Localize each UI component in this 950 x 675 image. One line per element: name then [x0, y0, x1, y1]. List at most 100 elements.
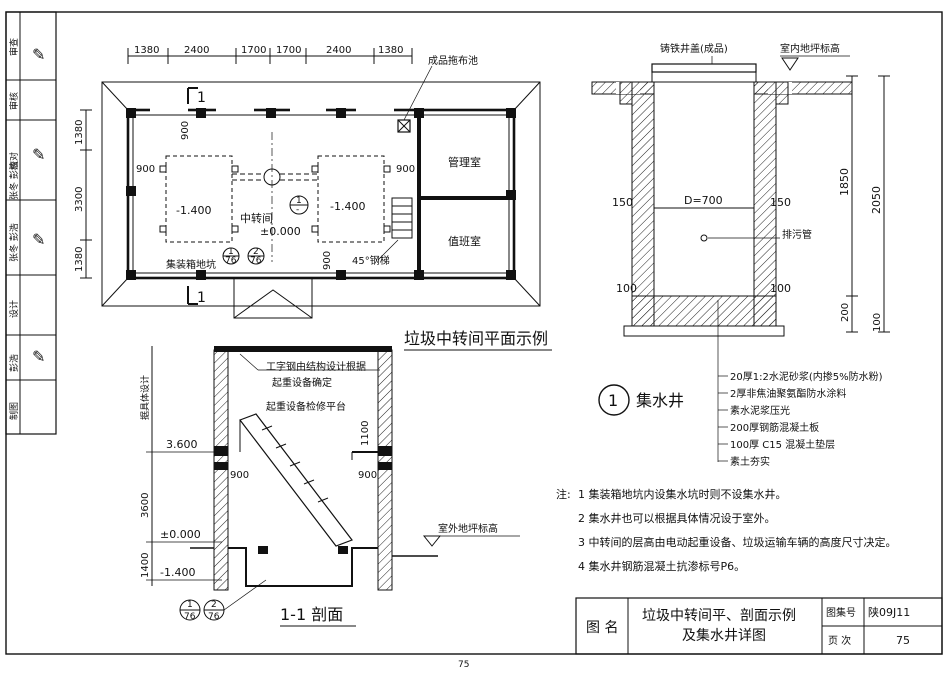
note-4: 4 集水井钢筋混凝土抗渗标号P6。	[578, 559, 745, 573]
pit-layer-1: 20厚1:2水泥砂浆(内掺5%防水粉)	[730, 370, 883, 383]
section-dim-900-right: 900	[358, 470, 377, 481]
title-block: 图 名 垃圾中转间平、剖面示例 及集水井详图 图集号 陕09J11 页 次 75	[575, 597, 943, 655]
atlas-value: 陕09J11	[868, 605, 910, 619]
pit-dim-200: 200	[840, 303, 851, 322]
container-pit-label: 集装箱地坑	[166, 258, 216, 271]
title-line-1: 垃圾中转间平、剖面示例	[642, 608, 796, 624]
ref2-top: 2	[253, 247, 259, 257]
container-pit-right	[317, 155, 385, 243]
strip-name-drawing: 彭浩	[8, 354, 20, 372]
pit-dim-100: 100	[872, 313, 883, 332]
page-label: 页 次	[828, 634, 851, 647]
ref2-bottom: 76	[250, 256, 262, 266]
manage-room-label: 管理室	[448, 155, 481, 169]
dim-900-b: 900	[136, 164, 155, 175]
cut-mark-bottom: 1	[197, 290, 206, 306]
pit-layer-2: 2厚非焦油聚氨酯防水涂料	[730, 387, 846, 400]
dim-900-c: 900	[396, 164, 415, 175]
pit-pipe-label: 排污管	[782, 228, 812, 241]
pit-dim-2050: 2050	[870, 186, 883, 214]
elev-right-pit: -1.400	[330, 200, 365, 213]
dim-900-a: 900	[180, 121, 191, 140]
section-dim-3600: 3600	[140, 493, 151, 518]
detail-ref-top: 1	[296, 196, 302, 206]
pit-diameter: D=700	[684, 194, 723, 207]
plan-dim-top-1: 1380	[134, 45, 159, 56]
section-stair	[239, 413, 353, 547]
strip-label-audit: 审核	[8, 92, 20, 110]
section-note-1: 工字钢由结构设计根据	[266, 360, 366, 373]
plan-dim-top-4: 1700	[276, 45, 301, 56]
container-pit-left	[165, 155, 233, 243]
title-line-2: 及集水井详图	[682, 627, 766, 644]
plan-dim-top-5: 2400	[326, 45, 351, 56]
section-dim-1400: 1400	[140, 553, 151, 578]
dim-900-d: 900	[322, 251, 333, 270]
transfer-room-label: 中转间	[240, 211, 273, 225]
elev-center: ±0.000	[260, 225, 301, 238]
pit-layer-6: 素土夯实	[730, 455, 770, 468]
plan-dim-top-6: 1380	[378, 45, 403, 56]
strip-label-check: 校对	[8, 152, 20, 170]
pit-title: 集水井	[636, 391, 684, 410]
sump-pit-detail: 铸铁井盖(成品) 室内地坪标高 D=700 150 150 排污管 100 10…	[591, 42, 890, 468]
pit-base-left-dim: 100	[616, 282, 637, 295]
plan-dim-top-2: 2400	[184, 45, 209, 56]
manhole-cover-icon	[651, 63, 757, 73]
pit-title-number: 1	[608, 391, 618, 410]
pit-floor-level: 室内地坪标高	[780, 42, 840, 55]
cut-mark-top: 1	[197, 90, 206, 106]
note-2: 2 集水井也可以根据具体情况设于室外。	[578, 511, 776, 525]
section-elev-m14: -1.400	[160, 566, 195, 579]
detail-ref-bottom: -	[296, 205, 299, 215]
plan-view: 1380 2400 1700 1700 2400 1380 1380 3300 …	[74, 45, 552, 351]
page-number: 75	[458, 660, 469, 670]
steel-stair-label: 45°钢梯	[352, 254, 390, 267]
strip-name-design: 张冬 彭浩	[8, 161, 20, 200]
elev-left-pit: -1.400	[176, 204, 211, 217]
general-notes: 注: 1 集装箱地坑内设集水坑时则不设集水井。 2 集水井也可以根据具体情况设于…	[556, 487, 897, 573]
strip-label-drawing: 制图	[8, 402, 20, 420]
plan-dim-left-1: 1380	[74, 120, 85, 145]
pit-wall-right-dim: 150	[770, 196, 791, 209]
note-3: 3 中转间的层高由电动起重设备、垃圾运输车辆的高度尺寸决定。	[578, 535, 897, 549]
plan-dim-left-2: 3300	[74, 187, 85, 212]
pit-layer-4: 200厚钢筋混凝土板	[730, 421, 819, 434]
note-1: 1 集装箱地坑内设集水坑时则不设集水井。	[578, 487, 787, 501]
page-value: 75	[896, 634, 910, 647]
plan-dim-top-3: 1700	[241, 45, 266, 56]
atlas-label: 图集号	[826, 606, 856, 619]
drain-pipe-icon	[700, 234, 708, 242]
duty-room-label: 值班室	[448, 234, 481, 248]
section-dim-900-left: 900	[230, 470, 249, 481]
pit-wall-left-dim: 150	[612, 196, 633, 209]
section-elev-0: ±0.000	[160, 528, 201, 541]
steel-stair-icon	[391, 197, 413, 239]
plan-caption: 垃圾中转间平面示例	[404, 329, 548, 348]
notes-prefix: 注:	[556, 487, 571, 501]
ref1-bottom: 76	[225, 256, 237, 266]
pit-cover-label: 铸铁井盖(成品)	[660, 42, 728, 55]
section-ground	[228, 547, 378, 587]
entrance-canopy	[233, 278, 313, 319]
strip-label-design: 设计	[8, 300, 20, 318]
pit-base-right-dim: 100	[770, 282, 791, 295]
signature-mark-check: ✎	[32, 145, 45, 164]
mop-pool-label: 成品拖布池	[428, 54, 478, 67]
pit-layer-3: 素水泥浆压光	[730, 404, 790, 417]
section-note-3: 起重设备检修平台	[266, 400, 346, 413]
ref1-top: 1	[228, 247, 234, 257]
section-outdoor-label: 室外地坪标高	[438, 522, 498, 535]
strip-label-review: 审查	[8, 38, 20, 56]
signature-mark-design: ✎	[32, 230, 45, 249]
plan-dim-left-3: 1380	[74, 247, 85, 272]
pit-dim-1850: 1850	[838, 168, 851, 196]
roof-outline	[101, 81, 541, 307]
section-ref1-bottom: 76	[184, 612, 196, 622]
signature-mark-review: ✎	[32, 45, 45, 64]
section-vertical-label: 据具体设计	[139, 375, 151, 420]
pit-layer-5: 100厚 C15 混凝土垫层	[730, 438, 835, 451]
signature-strip: 审查 审核 校对 设计 制图 张冬 彭浩 张冬 彭浩 彭浩 ✎ ✎ ✎ ✎	[5, 11, 57, 435]
title-name-label: 图 名	[586, 620, 618, 636]
